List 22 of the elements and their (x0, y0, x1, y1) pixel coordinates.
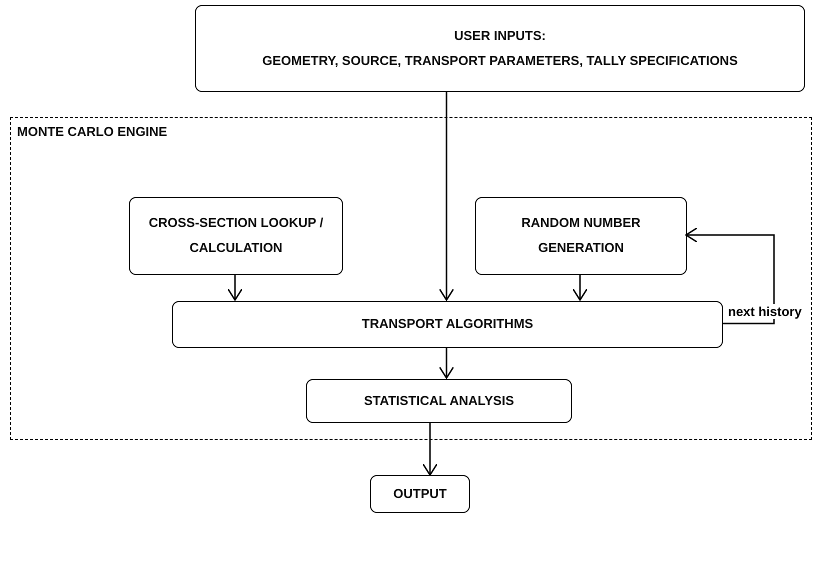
process-box (475, 197, 687, 275)
arrow (438, 92, 454, 301)
arrow (422, 422, 438, 476)
edge-label: next history (726, 304, 804, 318)
process-box (370, 475, 470, 513)
box-text: OUTPUT (393, 484, 447, 503)
process-box (306, 379, 572, 423)
box-text: TRANSPORT ALGORITHMS (362, 315, 534, 334)
dashed-region (10, 117, 812, 440)
arrow (438, 347, 454, 379)
process-box (129, 197, 343, 275)
box-text: GEOMETRY, SOURCE, TRANSPORT PARAMETERS, TALLY SPECIFICATIONS (262, 52, 738, 70)
region-title: MONTE CARLO ENGINE (17, 123, 168, 141)
process-box (195, 5, 805, 92)
arrow (685, 227, 775, 324)
box-text: STATISTICAL ANALYSIS (364, 392, 514, 410)
arrow (572, 274, 588, 301)
box-text: CROSS-SECTION LOOKUP / CALCULATION (148, 214, 324, 257)
box-text: RANDOM NUMBER GENERATION (520, 214, 642, 257)
process-box (172, 301, 723, 348)
box-heading: USER INPUTS: (454, 26, 546, 45)
arrow (227, 274, 243, 301)
